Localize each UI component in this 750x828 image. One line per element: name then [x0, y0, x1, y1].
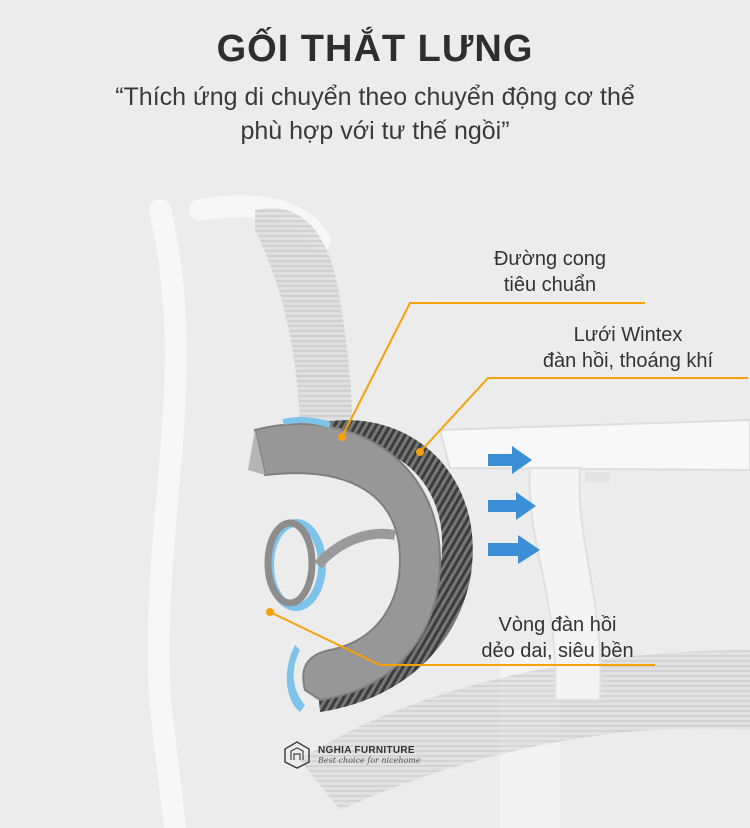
subtitle-line-2: phù hợp với tư thế ngồi”: [240, 117, 510, 145]
callout-lines: [269, 302, 748, 666]
elastic-ring: [264, 519, 396, 611]
lumbar-pad: [253, 423, 442, 702]
lumbar-blue-edge: [286, 645, 305, 712]
subtitle-line-1: “Thích ứng di chuyển theo chuyển động cơ…: [115, 83, 635, 111]
callout-elastic-ring: Vòng đàn hồi dẻo dai, siêu bền: [455, 612, 660, 664]
chair-back-mesh: [255, 208, 352, 450]
brand-logo-icon: [284, 741, 310, 769]
callout-line: Đường cong: [493, 248, 607, 270]
brand-tagline: Best choice for nicehome: [318, 756, 421, 765]
airflow-arrow-icon: [488, 446, 540, 564]
brand-logo: NGHIA FURNITURE Best choice for nicehome: [282, 740, 421, 770]
page-title: GỐI THẮT LƯNG: [216, 28, 534, 70]
callout-line: Vòng đàn hồi: [498, 614, 617, 636]
page-subtitle: “Thích ứng di chuyển theo chuyển động cơ…: [55, 80, 695, 148]
callout-line: đàn hồi, thoáng khí: [542, 350, 714, 372]
seat-mesh: [300, 650, 750, 810]
lumbar-mesh: [300, 420, 473, 712]
callout-wintex-mesh: Lưới Wintex đàn hồi, thoáng khí: [508, 322, 748, 374]
brand-name: NGHIA FURNITURE: [318, 745, 415, 756]
callout-line: Lưới Wintex: [573, 324, 683, 346]
callout-standard-curve: Đường cong tiêu chuẩn: [455, 246, 645, 298]
callout-line: tiêu chuẩn: [503, 274, 597, 296]
callout-line: dẻo dai, siêu bền: [481, 640, 634, 662]
